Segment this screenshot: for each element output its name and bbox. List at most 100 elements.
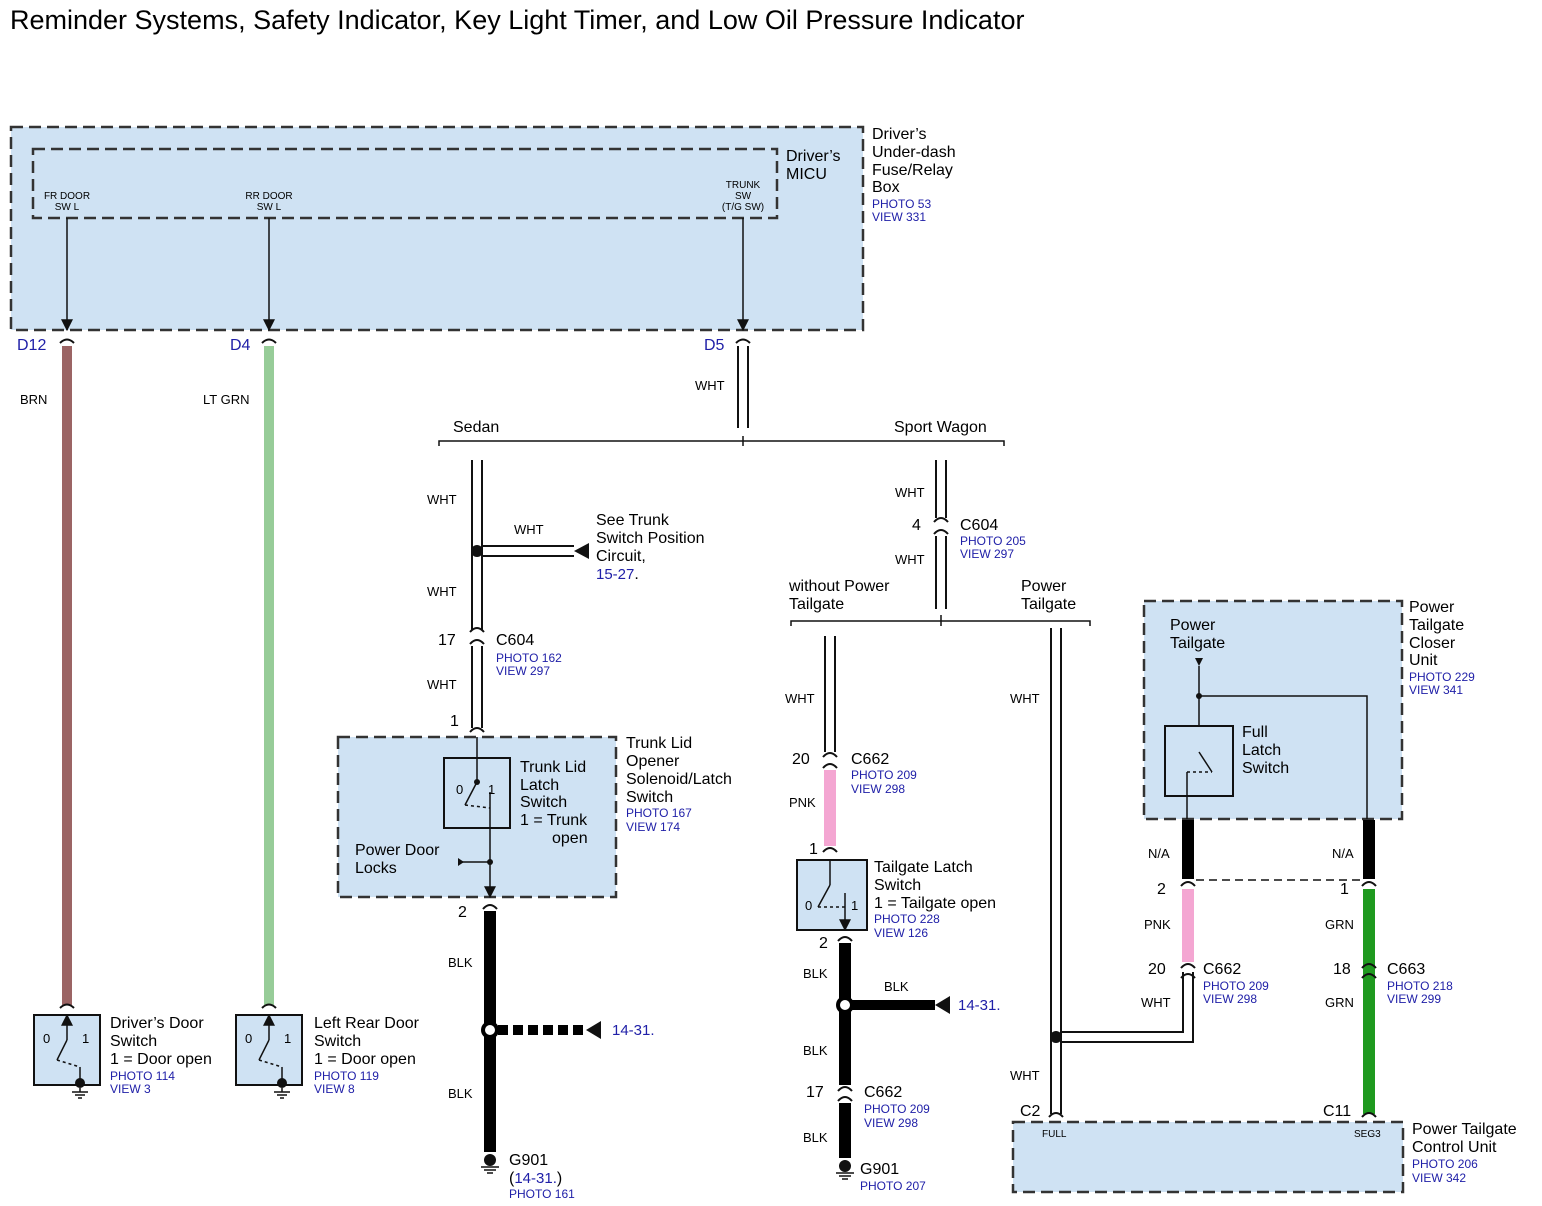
connector-c663: 18 C663 PHOTO 218 VIEW 299 bbox=[1333, 961, 1453, 1006]
svg-text:PHOTO 206: PHOTO 206 bbox=[1412, 1157, 1478, 1171]
svg-text:BLK: BLK bbox=[448, 1086, 473, 1101]
svg-text:PNK: PNK bbox=[1144, 917, 1171, 932]
label-lt-grn: LT GRN bbox=[203, 392, 249, 407]
svg-text:WHT: WHT bbox=[785, 691, 815, 706]
svg-text:VIEW 298: VIEW 298 bbox=[1203, 992, 1257, 1006]
svg-text:PHOTO 218: PHOTO 218 bbox=[1387, 979, 1453, 993]
svg-text:BLK: BLK bbox=[803, 1130, 828, 1145]
svg-text:0: 0 bbox=[805, 898, 812, 913]
svg-text:18: 18 bbox=[1333, 961, 1351, 978]
svg-text:0: 0 bbox=[456, 782, 463, 797]
svg-text:VIEW 297: VIEW 297 bbox=[496, 664, 550, 678]
svg-text:1 = Trunk: 1 = Trunk bbox=[520, 812, 588, 829]
svg-text:Power: Power bbox=[1170, 617, 1216, 634]
svg-text:G901: G901 bbox=[860, 1161, 899, 1178]
svg-text:BLK: BLK bbox=[803, 966, 828, 981]
svg-text:RR DOOR: RR DOOR bbox=[245, 191, 292, 202]
trunk-unit-label: Trunk Lid Opener Solenoid/Latch Switch P… bbox=[626, 735, 732, 834]
connector-d12-cap bbox=[59, 338, 75, 344]
svg-text:PNK: PNK bbox=[789, 795, 816, 810]
fuse-box-label: Driver’s Under-dash Fuse/Relay Box PHOTO… bbox=[872, 126, 956, 224]
svg-text:Unit: Unit bbox=[1409, 652, 1438, 669]
svg-text:1 = Door open: 1 = Door open bbox=[314, 1051, 416, 1068]
svg-text:N/A: N/A bbox=[1332, 846, 1354, 861]
splice-blk-sedan bbox=[481, 1021, 499, 1039]
svg-text:Locks: Locks bbox=[355, 860, 397, 877]
label-wht-d5: WHT bbox=[695, 378, 725, 393]
svg-text:GRN: GRN bbox=[1325, 917, 1354, 932]
left-rear-door-switch: 0 1 bbox=[235, 1013, 303, 1099]
svg-text:Driver’s Door: Driver’s Door bbox=[110, 1015, 204, 1032]
svg-text:PHOTO 119: PHOTO 119 bbox=[314, 1069, 379, 1083]
label-brn: BRN bbox=[20, 392, 47, 407]
svg-text:20: 20 bbox=[1148, 961, 1166, 978]
svg-text:0: 0 bbox=[43, 1031, 50, 1046]
splice-sedan bbox=[471, 545, 483, 557]
svg-text:PHOTO 205: PHOTO 205 bbox=[960, 534, 1026, 548]
ref-14-31-sedan[interactable]: 14-31. bbox=[612, 1022, 655, 1039]
variant-sedan: Sedan bbox=[453, 419, 499, 436]
see-trunk-ref-link[interactable]: 15-27 bbox=[596, 566, 634, 583]
svg-text:Tailgate: Tailgate bbox=[1409, 617, 1464, 634]
svg-text:Power Tailgate: Power Tailgate bbox=[1412, 1121, 1517, 1138]
svg-text:G901: G901 bbox=[509, 1152, 548, 1169]
svg-text:PHOTO 161: PHOTO 161 bbox=[509, 1187, 575, 1201]
svg-text:PHOTO 229: PHOTO 229 bbox=[1409, 670, 1475, 684]
svg-text:2: 2 bbox=[458, 904, 467, 921]
drivers-door-switch: 0 1 bbox=[33, 1013, 101, 1099]
svg-text:PHOTO 207: PHOTO 207 bbox=[860, 1179, 926, 1193]
svg-text:VIEW 341: VIEW 341 bbox=[1409, 683, 1463, 697]
svg-text:Tailgate Latch: Tailgate Latch bbox=[874, 859, 973, 876]
splice-blk-wagon bbox=[836, 996, 854, 1014]
svg-text:Trunk Lid: Trunk Lid bbox=[520, 759, 586, 776]
svg-text:Switch: Switch bbox=[626, 789, 673, 806]
pin-d12: D12 bbox=[17, 337, 46, 354]
connector-c604-sedan: 17 C604 PHOTO 162 VIEW 297 bbox=[438, 632, 562, 678]
svg-text:Switch: Switch bbox=[314, 1033, 361, 1050]
svg-text:Switch: Switch bbox=[874, 877, 921, 894]
pin-c2: C2 bbox=[1020, 1103, 1041, 1120]
svg-text:15-27.: 15-27. bbox=[596, 566, 639, 583]
svg-text:BLK: BLK bbox=[884, 979, 909, 994]
svg-text:Driver’s: Driver’s bbox=[872, 126, 927, 143]
control-unit-label: Power Tailgate Control Unit PHOTO 206 VI… bbox=[1412, 1121, 1517, 1185]
svg-text:2: 2 bbox=[819, 935, 828, 952]
svg-text:SEG3: SEG3 bbox=[1354, 1129, 1381, 1140]
svg-text:PHOTO 209: PHOTO 209 bbox=[864, 1102, 930, 1116]
closer-inner-label: Power Tailgate bbox=[1170, 617, 1225, 652]
variant-without-power-tailgate: without Power Tailgate bbox=[788, 578, 890, 613]
svg-text:1: 1 bbox=[284, 1031, 291, 1046]
svg-text:1 = Door open: 1 = Door open bbox=[110, 1051, 212, 1068]
svg-text:VIEW 342: VIEW 342 bbox=[1412, 1171, 1466, 1185]
svg-text:Latch: Latch bbox=[1242, 742, 1281, 759]
svg-text:WHT: WHT bbox=[1010, 1068, 1040, 1083]
svg-text:FULL: FULL bbox=[1042, 1129, 1067, 1140]
svg-text:Circuit,: Circuit, bbox=[596, 548, 646, 565]
svg-text:C662: C662 bbox=[864, 1084, 902, 1101]
svg-text:GRN: GRN bbox=[1325, 995, 1354, 1010]
svg-text:C662: C662 bbox=[1203, 961, 1241, 978]
svg-text:Opener: Opener bbox=[626, 753, 680, 770]
svg-text:SW: SW bbox=[735, 191, 752, 202]
svg-text:2: 2 bbox=[1157, 881, 1166, 898]
svg-text:VIEW 298: VIEW 298 bbox=[864, 1116, 918, 1130]
svg-text:1 = Tailgate open: 1 = Tailgate open bbox=[874, 895, 996, 912]
svg-text:C662: C662 bbox=[851, 751, 889, 768]
svg-text:PHOTO 228: PHOTO 228 bbox=[874, 912, 940, 926]
svg-text:WHT: WHT bbox=[514, 522, 544, 537]
svg-text:Box: Box bbox=[872, 179, 900, 196]
svg-text:Tailgate: Tailgate bbox=[789, 596, 844, 613]
svg-text:Trunk Lid: Trunk Lid bbox=[626, 735, 692, 752]
power-tailgate-control-unit bbox=[1011, 1120, 1405, 1194]
closer-unit-label: Power Tailgate Closer Unit PHOTO 229 VIE… bbox=[1409, 599, 1475, 697]
svg-text:VIEW 298: VIEW 298 bbox=[851, 782, 905, 796]
svg-text:See Trunk: See Trunk bbox=[596, 512, 670, 529]
svg-text:WHT: WHT bbox=[1141, 995, 1171, 1010]
svg-text:Driver’s: Driver’s bbox=[786, 148, 841, 165]
ref-14-31-wagon[interactable]: 14-31. bbox=[958, 997, 1001, 1014]
svg-text:1: 1 bbox=[82, 1031, 89, 1046]
svg-text:1: 1 bbox=[1340, 881, 1349, 898]
svg-text:Left Rear Door: Left Rear Door bbox=[314, 1015, 420, 1032]
svg-text:Switch Position: Switch Position bbox=[596, 530, 705, 547]
svg-text:PHOTO 167: PHOTO 167 bbox=[626, 806, 692, 820]
